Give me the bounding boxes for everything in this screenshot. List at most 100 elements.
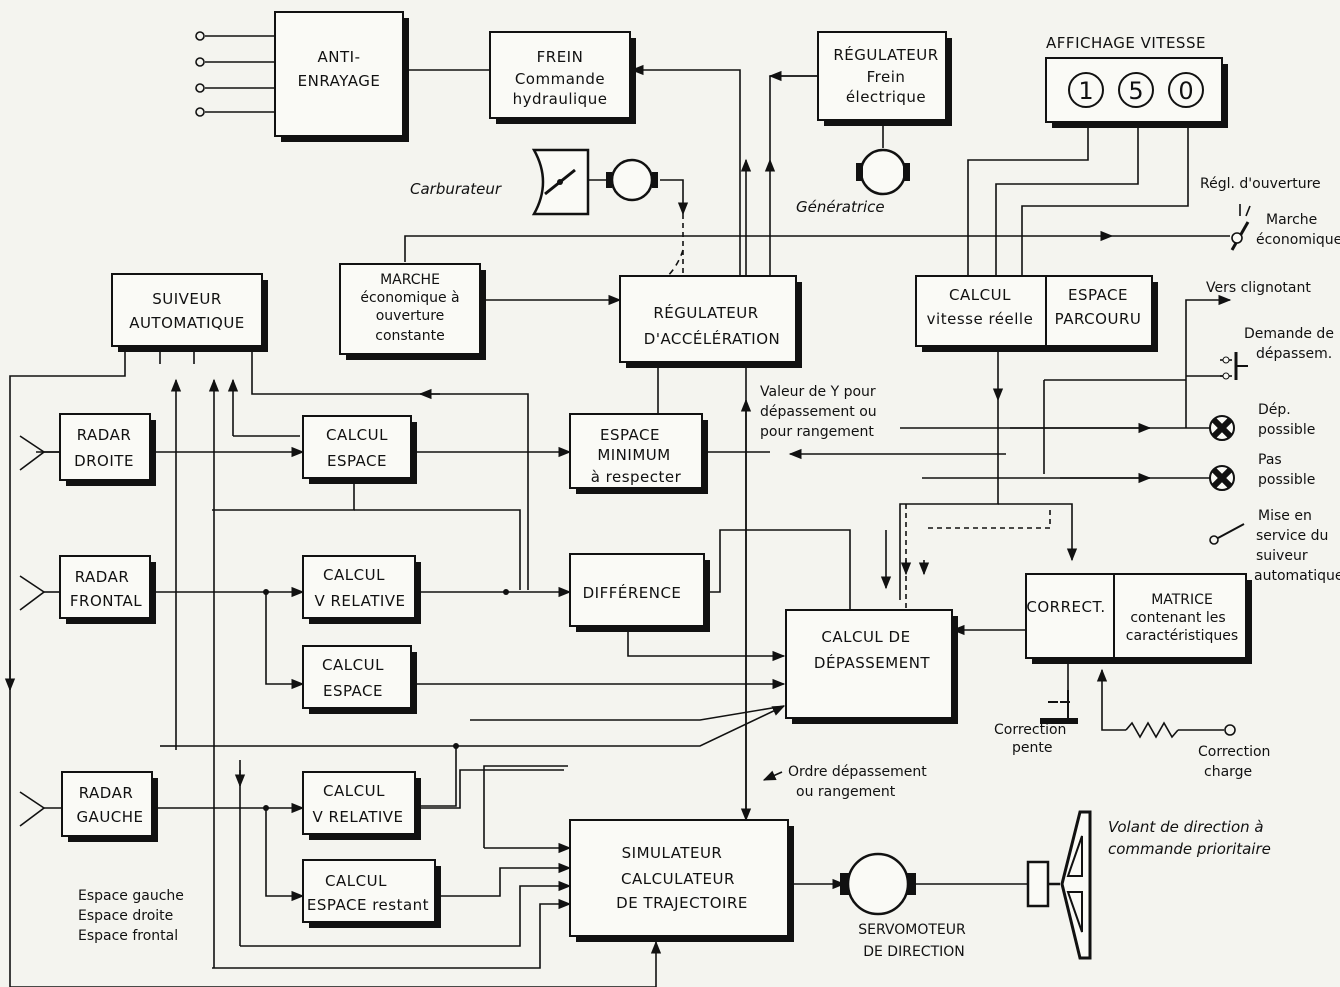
label-v-relative: V RELATIVE <box>312 808 403 826</box>
annotation-depassem: dépassem. <box>1256 346 1332 362</box>
block-calcul-vrel-2: CALCUL V RELATIVE <box>302 771 421 840</box>
label-de-direction: DE DIRECTION <box>863 944 965 960</box>
affichage-title: AFFICHAGE VITESSE <box>1046 34 1206 52</box>
label-espace: ESPACE <box>600 426 660 444</box>
label-regulateur: RÉGULATEUR <box>833 45 938 64</box>
annotation-economique: économique <box>1256 232 1340 248</box>
annotation-service-du: service du <box>1256 528 1328 544</box>
label-espace: ESPACE <box>1068 286 1128 304</box>
annotation-carburateur: Carburateur <box>410 180 502 198</box>
block-affichage-vitesse: AFFICHAGE VITESSE 1 5 0 <box>1045 34 1228 128</box>
servomoteur-symbol: SERVOMOTEUR DE DIRECTION <box>840 852 966 960</box>
label-calcul: CALCUL <box>322 656 384 674</box>
label-hydraulique: hydraulique <box>513 90 608 108</box>
label-droite: DROITE <box>74 452 134 470</box>
label-calcul: CALCUL <box>325 872 387 890</box>
block-difference: DIFFÉRENCE <box>569 553 710 632</box>
block-calcul-espace-2: CALCUL ESPACE <box>302 645 417 714</box>
annotation-automatique: automatique <box>1254 568 1340 584</box>
label-radar: RADAR <box>79 784 134 802</box>
label-commande: Commande <box>515 70 605 88</box>
label-suiveur: SUIVEUR <box>152 290 222 308</box>
block-regulateur-frein: RÉGULATEUR Frein électrique <box>817 31 952 126</box>
annotation-depassement-ou: dépassement ou <box>760 404 877 420</box>
label-frein-2: Frein <box>867 68 906 86</box>
label-calcul: CALCUL <box>323 782 385 800</box>
label-enrayage: ENRAYAGE <box>298 72 381 90</box>
label-frein: FREIN <box>537 48 584 66</box>
annotation-suiveur: suiveur <box>1256 548 1308 564</box>
annotation-correction-2: Correction <box>1198 744 1270 760</box>
label-minimum: MINIMUM <box>597 446 670 464</box>
label-difference: DIFFÉRENCE <box>583 583 682 602</box>
annotation-dep: Dép. <box>1258 402 1291 418</box>
label-calculateur: CALCULATEUR <box>621 870 735 888</box>
speed-digit-3: 0 <box>1178 77 1193 105</box>
annotation-possible-2: possible <box>1258 472 1315 488</box>
label-gauche: GAUCHE <box>76 808 143 826</box>
label-calcul: CALCUL <box>323 566 385 584</box>
label-espace: ESPACE <box>323 682 383 700</box>
label-servomoteur: SERVOMOTEUR <box>858 922 966 938</box>
generatrice <box>856 148 910 196</box>
label-v-relative: V RELATIVE <box>314 592 405 610</box>
label-a-respecter: à respecter <box>591 468 682 486</box>
label-espace: ESPACE <box>327 452 387 470</box>
speed-digit-2: 5 <box>1128 77 1143 105</box>
label-eco: économique à <box>360 290 459 306</box>
block-espace-minimum: ESPACE MINIMUM à respecter <box>569 413 708 494</box>
annotation-correction: Correction <box>994 722 1066 738</box>
annotation-ordre: Ordre dépassement <box>788 764 927 780</box>
annotation-pas: Pas <box>1258 452 1282 468</box>
block-correct-matrice: CORRECT. MATRICE contenant les caractéri… <box>1025 573 1252 664</box>
block-suiveur: SUIVEUR AUTOMATIQUE <box>111 273 268 352</box>
block-radar-droite: RADAR DROITE <box>59 413 156 486</box>
annotation-pente: pente <box>1012 740 1052 756</box>
block-frein: FREIN Commande hydraulique <box>489 31 636 124</box>
annotation-valeur-y: Valeur de Y pour <box>760 384 876 400</box>
legend-espace-gauche: Espace gauche <box>78 888 184 904</box>
label-espace-restant: ESPACE restant <box>307 896 429 914</box>
annotation-possible: possible <box>1258 422 1315 438</box>
legend-espace-droite: Espace droite <box>78 908 173 924</box>
block-calcul-espace-1: CALCUL ESPACE <box>302 415 417 484</box>
block-radar-frontal: RADAR FRONTAL <box>59 555 156 624</box>
block-marche-eco: MARCHE économique à ouverture constante <box>339 263 486 360</box>
annotation-mise-en: Mise en <box>1258 508 1312 524</box>
label-calcul: CALCUL <box>326 426 388 444</box>
label-parcouru: PARCOURU <box>1055 310 1142 328</box>
label-trajectoire: DE TRAJECTOIRE <box>616 894 748 912</box>
annotation-regl-ouverture: Régl. d'ouverture <box>1200 176 1321 192</box>
annotation-generatrice: Génératrice <box>796 198 885 216</box>
block-radar-gauche: RADAR GAUCHE <box>61 771 158 842</box>
label-calcul-de: CALCUL DE <box>821 628 910 646</box>
right-indicators <box>1040 204 1251 724</box>
block-regulateur-acc: RÉGULATEUR D'ACCÉLÉRATION <box>619 275 802 368</box>
block-anti-enrayage: ANTI- ENRAYAGE <box>274 11 409 142</box>
annotation-pour-rangement: pour rangement <box>760 424 874 440</box>
label-regulateur-acc: RÉGULATEUR <box>653 303 758 322</box>
annotation-marche: Marche <box>1266 212 1317 228</box>
annotation-ou-rangement: ou rangement <box>796 784 896 800</box>
label-depassement: DÉPASSEMENT <box>814 653 931 672</box>
label-simulateur: SIMULATEUR <box>622 844 723 862</box>
label-contenant: contenant les <box>1130 610 1225 626</box>
connection-lines <box>4 31 1236 987</box>
block-calcul-vrel-1: CALCUL V RELATIVE <box>302 555 421 624</box>
volant-symbol <box>1026 810 1092 960</box>
annotation-volant: Volant de direction à <box>1108 818 1264 836</box>
annotations: Carburateur Génératrice Régl. d'ouvertur… <box>78 176 1340 944</box>
block-calcul-depassement: CALCUL DE DÉPASSEMENT <box>785 609 958 724</box>
block-simulateur: SIMULATEUR CALCULATEUR DE TRAJECTOIRE <box>569 819 794 942</box>
label-vitesse-reelle: vitesse réelle <box>927 310 1034 328</box>
label-ouverture: ouverture <box>376 308 445 324</box>
label-correct: CORRECT. <box>1026 598 1105 616</box>
label-acceleration: D'ACCÉLÉRATION <box>644 329 780 348</box>
annotation-demande-de: Demande de <box>1244 326 1334 342</box>
label-radar: RADAR <box>77 426 132 444</box>
legend-espace-frontal: Espace frontal <box>78 928 178 944</box>
speed-digit-1: 1 <box>1078 77 1093 105</box>
label-automatique: AUTOMATIQUE <box>129 314 245 332</box>
block-calcul-espace-restant: CALCUL ESPACE restant <box>302 859 441 928</box>
